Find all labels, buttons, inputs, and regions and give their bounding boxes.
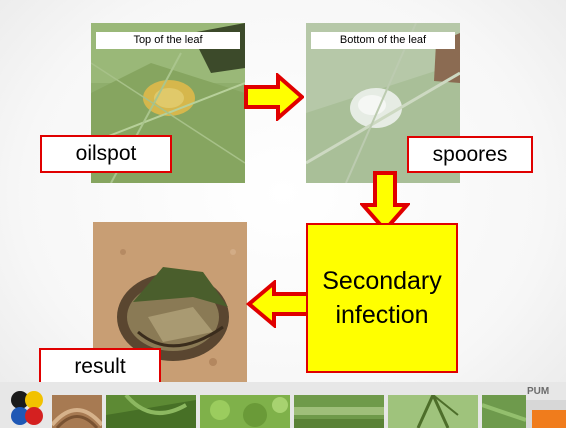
footer-photo-3 xyxy=(200,395,290,428)
footer-photo-4 xyxy=(294,395,384,428)
label-result: result xyxy=(39,348,161,385)
arrow-right xyxy=(244,73,304,121)
secondary-infection-box: Secondary infection xyxy=(306,223,458,373)
footer-photo-5 xyxy=(388,395,478,428)
arrow-left xyxy=(246,280,310,328)
top-leaf-caption: Top of the leaf xyxy=(96,32,240,49)
bottom-leaf-caption: Bottom of the leaf xyxy=(311,32,455,49)
pum-logo: PUM xyxy=(527,386,549,397)
secondary-line-2: infection xyxy=(335,298,428,332)
secondary-line-1: Secondary xyxy=(322,264,442,298)
footer-photo-1 xyxy=(52,395,102,428)
footer-photo-6 xyxy=(482,395,526,428)
footer-photo-2 xyxy=(106,395,196,428)
footer-orange-block xyxy=(526,400,566,428)
footer-logo-icon xyxy=(8,388,52,428)
label-spoores: spoores xyxy=(407,136,533,173)
label-oilspot: oilspot xyxy=(40,135,172,173)
